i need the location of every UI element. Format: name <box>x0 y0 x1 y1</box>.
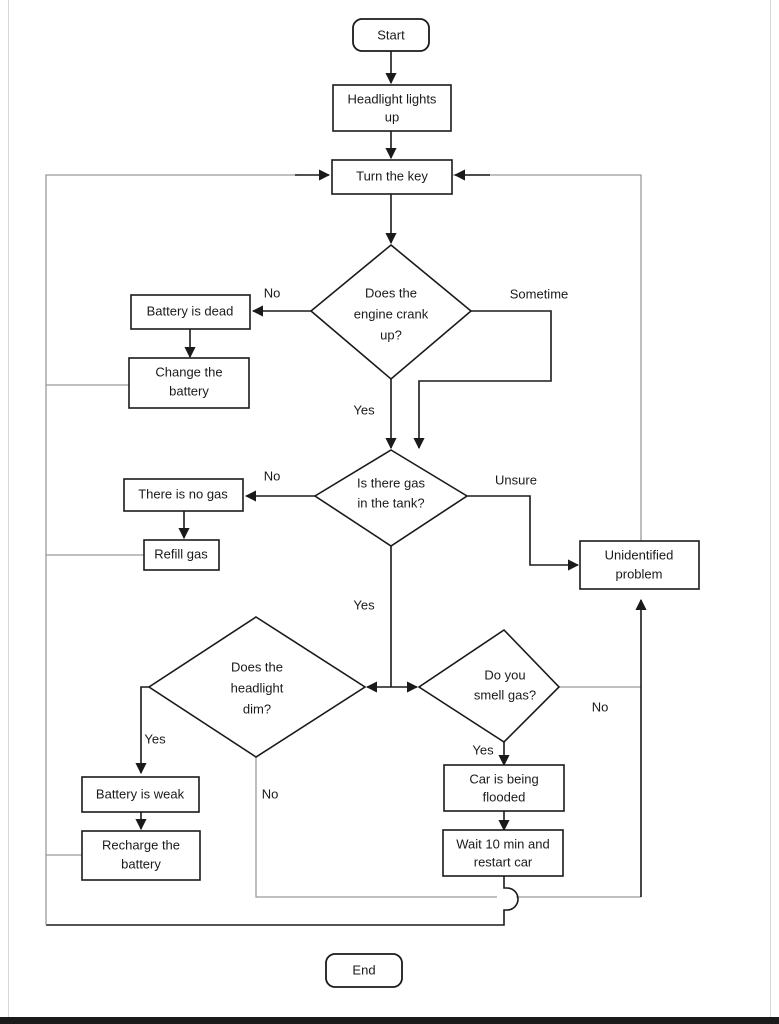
node-unidentified-problem[interactable]: Unidentified problem <box>579 540 700 590</box>
node-smell-line1: Do you <box>484 667 525 682</box>
edge-label-crank-yes: Yes <box>353 402 375 417</box>
node-does-headlight-dim[interactable]: Does the headlight dim? <box>147 616 367 758</box>
node-refill-gas[interactable]: Refill gas <box>143 539 220 571</box>
node-do-you-smell-gas[interactable]: Do you smell gas? <box>417 628 561 744</box>
edge-dim-no-to-unidentified <box>255 739 497 898</box>
node-gas-line2: in the tank? <box>357 495 424 510</box>
edge-wait-to-turnkey <box>46 876 519 926</box>
node-end[interactable]: End <box>325 953 403 988</box>
node-there-is-no-gas[interactable]: There is no gas <box>123 478 244 512</box>
node-does-engine-crank-up[interactable]: Does the engine crank up? <box>309 243 473 381</box>
edge-label-crank-no: No <box>264 285 281 300</box>
node-unidentified-line2: problem <box>616 566 663 581</box>
node-crank-line1: Does the <box>365 285 417 300</box>
edge-label-dim-yes: Yes <box>144 731 166 746</box>
edge-label-smell-no: No <box>592 699 609 714</box>
node-dim-line2: headlight <box>231 680 284 695</box>
edge-label-crank-sometime: Sometime <box>510 286 569 301</box>
node-turn-the-key[interactable]: Turn the key <box>331 159 453 195</box>
node-battery-is-dead[interactable]: Battery is dead <box>130 294 251 330</box>
node-nogas-label: There is no gas <box>138 486 228 501</box>
node-headlight-line1: Headlight lights <box>348 91 437 106</box>
edge-label-gas-yes: Yes <box>353 597 375 612</box>
edge-crank-sometime-to-gas <box>413 310 552 450</box>
node-smell-line2: smell gas? <box>474 687 536 702</box>
node-changebattery-line1: Change the <box>155 364 222 379</box>
node-wait-10-min-restart-car[interactable]: Wait 10 min and restart car <box>442 829 564 877</box>
node-change-the-battery[interactable]: Change the battery <box>128 357 250 409</box>
node-flooded-line2: flooded <box>483 789 526 804</box>
node-batteryweak-label: Battery is weak <box>96 786 185 801</box>
node-crank-line3: up? <box>380 327 402 342</box>
edge-dim-yes-to-batteryweak <box>135 686 149 775</box>
node-gas-line1: Is there gas <box>357 475 425 490</box>
node-start[interactable]: Start <box>352 18 430 52</box>
node-unidentified-line1: Unidentified <box>605 547 674 562</box>
node-crank-line2: engine crank <box>354 306 429 321</box>
edge-unidentified-to-turnkey <box>453 174 642 541</box>
node-flooded-line1: Car is being <box>469 771 538 786</box>
node-battery-is-weak[interactable]: Battery is weak <box>81 776 200 813</box>
node-dim-line1: Does the <box>231 659 283 674</box>
edge-label-gas-no: No <box>264 468 281 483</box>
page-bottom-bar <box>0 1017 779 1024</box>
node-is-there-gas-in-tank[interactable]: Is there gas in the tank? <box>313 449 469 547</box>
node-wait-line2: restart car <box>474 854 533 869</box>
node-car-is-being-flooded[interactable]: Car is being flooded <box>443 764 565 812</box>
node-end-label: End <box>352 962 375 977</box>
node-turnkey-label: Turn the key <box>356 168 428 183</box>
node-headlight-line2: up <box>385 109 399 124</box>
node-refill-label: Refill gas <box>154 546 208 561</box>
page-edge-right <box>770 0 771 1018</box>
node-changebattery-line2: battery <box>169 383 209 398</box>
node-recharge-line1: Recharge the <box>102 837 180 852</box>
node-recharge-the-battery[interactable]: Recharge the battery <box>81 830 201 881</box>
node-headlight-lights-up[interactable]: Headlight lights up <box>332 84 452 132</box>
edge-label-dim-no: No <box>262 786 279 801</box>
edge-label-gas-unsure: Unsure <box>495 472 537 487</box>
node-batterydead-label: Battery is dead <box>147 303 234 318</box>
node-dim-line3: dim? <box>243 701 271 716</box>
edge-gas-unsure-to-unidentified <box>467 495 580 571</box>
node-wait-line1: Wait 10 min and <box>456 836 549 851</box>
node-start-label: Start <box>377 27 405 42</box>
left-rail <box>45 174 300 925</box>
edge-label-smell-yes: Yes <box>472 742 494 757</box>
node-recharge-line2: battery <box>121 856 161 871</box>
page-edge-left <box>8 0 9 1018</box>
